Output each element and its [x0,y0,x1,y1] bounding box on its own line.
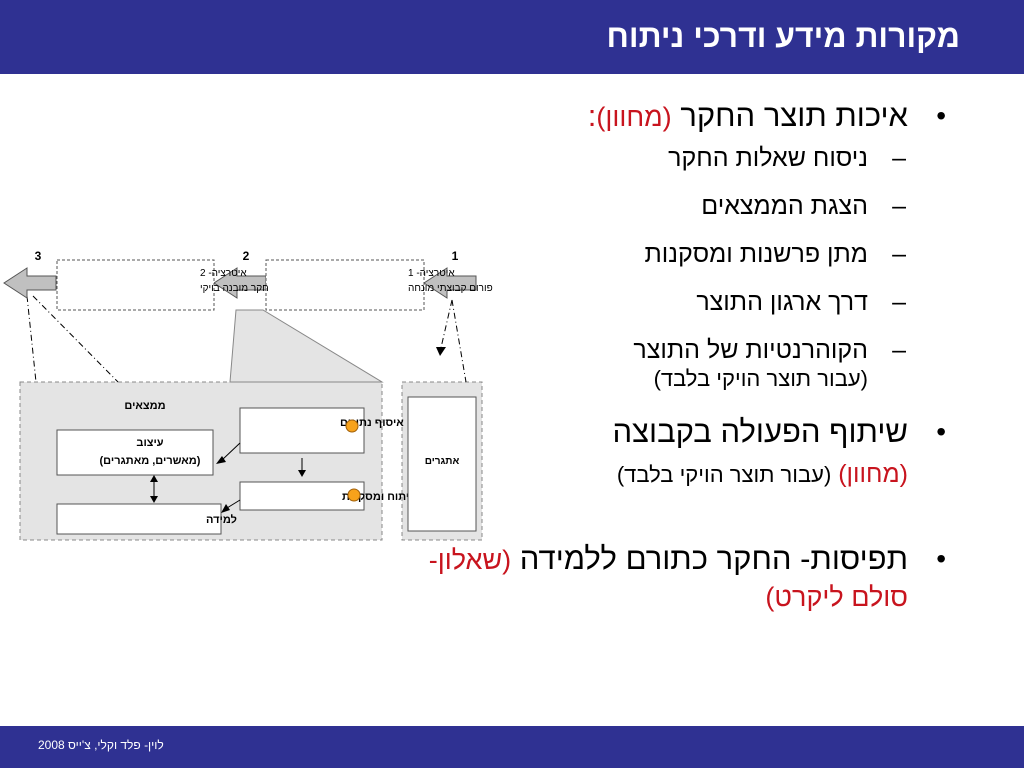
step-number: 3 [35,249,42,263]
iteration-2-title: איטרציה- 2 [200,268,247,279]
design-box [56,429,214,476]
design-subtitle: (מאשרים, מאתגרים) [100,455,201,467]
research-diagram: 1 2 3 איטרציה- 1 פורום קבוצתי מונחה איטר… [0,240,500,550]
bullet-text: איכות תוצר החקר [680,98,908,133]
leader-line [32,295,119,383]
bullet-text: שיתוף הפעולה בקבוצה [612,414,908,449]
footer-credit: לוין- פלד וקלי, צ'ייס 2008 [38,738,164,752]
findings-label: ממצאים [124,400,165,412]
marker-dot [345,419,359,433]
sub-item: –ניסוח שאלות החקר [668,144,906,172]
title-bar: מקורות מידע ודרכי ניתוח [0,0,1024,74]
footer-bar: לוין- פלד וקלי, צ'ייס 2008 [0,726,1024,768]
bullet-dot: • [936,416,946,447]
iteration-1-title: איטרציה- 1 [408,268,455,279]
design-title: עיצוב [136,437,163,449]
bullet-tag: (שאלון- סולם ליקרט) [428,545,908,612]
diagram-svg: 1 2 3 איטרציה- 1 פורום קבוצתי מונחה איטר… [3,249,493,541]
sub-item: –מתן פרשנות ומסקנות [644,240,907,268]
step-number: 1 [452,249,459,263]
connector-line [226,499,241,509]
flow-arrow [3,267,57,299]
sub-item-note: (עבור תוצר הויקי בלבד) [653,366,868,391]
arrowhead [436,347,446,356]
arrowhead [298,470,306,477]
connector-line [221,442,241,461]
sub-item-text: מתן פרשנות ומסקנות [644,240,869,268]
bullet-list: • איכות תוצר החקר (מחוון): –ניסוח שאלות … [388,98,948,615]
arrowhead [150,475,158,482]
step-number: 2 [243,249,250,263]
iteration-2-box [56,259,215,311]
page-title: מקורות מידע ודרכי ניתוח [606,18,961,54]
sub-item-text: הקוהרנטיות של התוצר [633,336,868,364]
flow-arrow [423,267,477,299]
arrowhead [221,504,230,513]
marker-dot [347,488,361,502]
data-collection-box [239,407,365,454]
challengers-box [407,396,477,532]
bullet-text: תפיסות- החקר כתורם ללמידה [519,541,908,576]
analysis-box [239,481,365,511]
leader-line [26,295,37,383]
bullet-tag: (מחוון) [596,102,672,132]
flow-arrow [213,267,267,299]
bullet-note: (עבור תוצר הויקי בלבד) [616,462,832,487]
bullet-dot: • [936,543,946,574]
learning-label: למידה [206,513,237,526]
callout-wedge [229,309,384,383]
leader-line [439,299,453,353]
iteration-1-subtitle: פורום קבוצתי מונחה [408,283,493,294]
bullet-suffix: : [587,98,597,133]
iteration-2-subtitle: חקר מובנה בויקי [200,283,269,294]
bullet-tag: (מחוון) [838,460,908,488]
sub-item: –הקוהרנטיות של התוצר(עבור תוצר הויקי בלב… [388,335,908,392]
bullet-dot: • [936,100,946,131]
arrowhead [216,456,226,464]
leader-line [451,299,467,383]
challengers-label: אתגרים [425,456,460,467]
arrowhead [150,496,158,503]
sub-item: –הצגת הממצאים [701,192,906,220]
sub-item: –דרך ארגון התוצר [696,288,906,316]
bullet-inquiry-perceptions: • תפיסות- החקר כתורם ללמידה (שאלון- סולם… [388,541,948,615]
learning-box [56,503,222,535]
sub-item-text: ניסוח שאלות החקר [668,144,868,172]
sub-item-text: דרך ארגון התוצר [696,288,868,316]
bullet-group-collaboration: • שיתוף הפעולה בקבוצה (מחוון) (עבור תוצר… [388,414,948,493]
bullet-output-quality: • איכות תוצר החקר (מחוון): –ניסוח שאלות … [388,98,948,392]
sub-item-text: הצגת הממצאים [701,192,868,220]
iteration-1-box [265,259,425,311]
sub-list: –ניסוח שאלות החקר –הצגת הממצאים –מתן פרש… [388,143,908,392]
